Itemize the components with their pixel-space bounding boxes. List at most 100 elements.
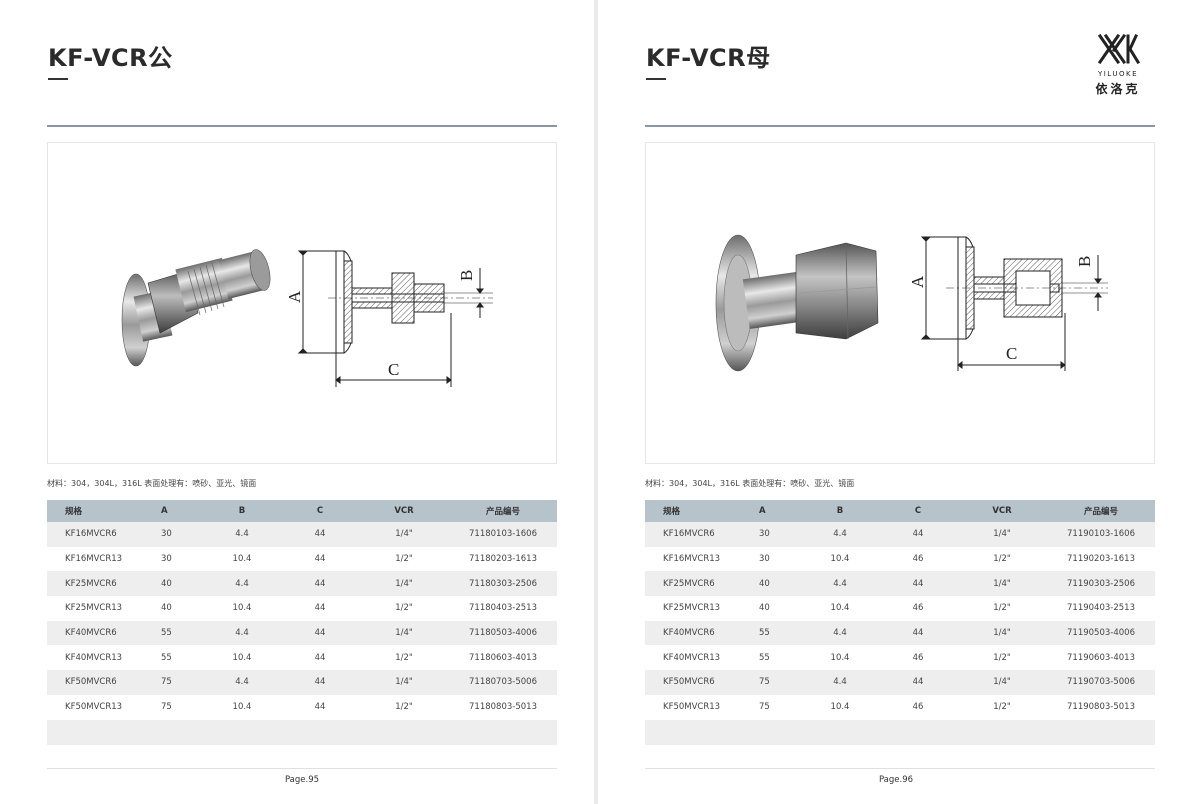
female-fitting-drawing bbox=[920, 236, 1108, 371]
table-cell: 40 bbox=[759, 603, 770, 614]
table-cell: 4.4 bbox=[801, 571, 879, 597]
male-fitting-photo bbox=[121, 249, 271, 367]
table-cell: 10.4 bbox=[830, 603, 850, 614]
table-cell: 75 bbox=[741, 670, 801, 695]
table-cell: KF40MVCR6 bbox=[47, 620, 143, 646]
header-rule bbox=[47, 125, 557, 127]
table-cell: 40 bbox=[161, 603, 172, 614]
table-cell: 10.4 bbox=[232, 652, 252, 663]
table-cell: KF50MVCR6 bbox=[645, 670, 741, 695]
page-title: KF-VCR母 bbox=[646, 44, 771, 72]
table-cell: KF16MVCR6 bbox=[645, 522, 741, 547]
table-cell: 40 bbox=[143, 571, 203, 597]
table-cell: KF25MVCR6 bbox=[47, 571, 143, 597]
catalog-page-right: KF-VCR母 YILUOKE 依洛克 bbox=[598, 0, 1194, 804]
dim-a-label: A bbox=[908, 275, 927, 288]
table-cell: 10.4 bbox=[232, 554, 252, 565]
table-cell: 46 bbox=[912, 652, 924, 663]
page-title: KF-VCR公 bbox=[48, 44, 173, 72]
table-cell: 10.4 bbox=[232, 603, 252, 614]
table-cell: KF40MVCR6 bbox=[645, 620, 741, 646]
table-cell bbox=[879, 719, 957, 745]
col-header: VCR bbox=[359, 500, 449, 522]
table-cell: 71180303-2506 bbox=[449, 571, 557, 597]
table-cell: 1/4" bbox=[957, 620, 1047, 646]
table-row-empty bbox=[47, 719, 557, 745]
table-cell: 30 bbox=[741, 522, 801, 547]
table-cell: 4.4 bbox=[203, 571, 281, 597]
table-cell: 71180603-4013 bbox=[469, 652, 537, 663]
col-header: B bbox=[203, 500, 281, 522]
title-underline bbox=[48, 78, 68, 80]
logo-mark-icon bbox=[1097, 33, 1141, 65]
table-cell bbox=[741, 719, 801, 745]
table-cell: KF16MVCR13 bbox=[663, 554, 721, 565]
table-cell bbox=[645, 719, 741, 745]
table-cell: 71190803-5013 bbox=[1067, 702, 1135, 713]
table-cell: 44 bbox=[314, 603, 326, 614]
table-cell: 4.4 bbox=[801, 620, 879, 646]
table-cell: 75 bbox=[759, 702, 770, 713]
material-note: 材料：304，304L，316L 表面处理有：喷砂、亚光、镜面 bbox=[47, 479, 257, 488]
catalog-page-left: KF-VCR公 bbox=[0, 0, 594, 804]
table-cell: 1/4" bbox=[359, 670, 449, 695]
col-header: VCR bbox=[957, 500, 1047, 522]
title-underline bbox=[646, 78, 666, 80]
brand-logo: YILUOKE 依洛克 bbox=[1088, 32, 1158, 96]
table-row-empty bbox=[645, 719, 1155, 745]
table-cell: KF40MVCR13 bbox=[663, 652, 721, 663]
table-cell: 55 bbox=[161, 652, 172, 663]
table-cell: 71190703-5006 bbox=[1047, 670, 1155, 695]
col-header: C bbox=[281, 500, 359, 522]
table-cell: 71180703-5006 bbox=[449, 670, 557, 695]
product-illustration: A B C bbox=[715, 234, 1108, 372]
table-cell: 44 bbox=[314, 702, 326, 713]
table-cell bbox=[1047, 719, 1155, 745]
table-cell: KF40MVCR13 bbox=[65, 652, 123, 663]
table-cell: 1/2" bbox=[395, 554, 413, 565]
table-cell bbox=[801, 719, 879, 745]
table-cell: 71180503-4006 bbox=[449, 620, 557, 646]
table-cell bbox=[143, 719, 203, 745]
col-header: 规格 bbox=[645, 500, 741, 522]
material-note: 材料：304，304L，316L 表面处理有：喷砂、亚光、镜面 bbox=[645, 479, 855, 488]
logo-text-en: YILUOKE bbox=[1097, 70, 1139, 78]
table-cell: 71190303-2506 bbox=[1047, 571, 1155, 597]
col-header: 规格 bbox=[47, 500, 143, 522]
table-cell: 30 bbox=[759, 554, 770, 565]
table-cell: KF25MVCR13 bbox=[65, 603, 123, 614]
table-cell: 55 bbox=[143, 620, 203, 646]
table-header-row: 规格 A B C VCR 产品编号 bbox=[645, 500, 1155, 522]
table-cell bbox=[203, 719, 281, 745]
table-cell: 71180803-5013 bbox=[469, 702, 537, 713]
table-cell: 44 bbox=[281, 620, 359, 646]
table-cell: 10.4 bbox=[830, 652, 850, 663]
product-image-panel: A B C bbox=[645, 142, 1155, 464]
footer-rule bbox=[645, 768, 1155, 769]
table-cell: 1/2" bbox=[993, 702, 1011, 713]
table-cell: 44 bbox=[281, 522, 359, 547]
table-cell: 30 bbox=[143, 522, 203, 547]
table-cell: 75 bbox=[143, 670, 203, 695]
table-cell bbox=[281, 719, 359, 745]
page-number: Page.96 bbox=[878, 775, 914, 785]
table-cell: KF16MVCR13 bbox=[65, 554, 123, 565]
table-cell: 44 bbox=[281, 670, 359, 695]
table-cell: 44 bbox=[314, 554, 326, 565]
female-fitting-photo bbox=[715, 234, 879, 372]
table-cell: 71190503-4006 bbox=[1047, 620, 1155, 646]
